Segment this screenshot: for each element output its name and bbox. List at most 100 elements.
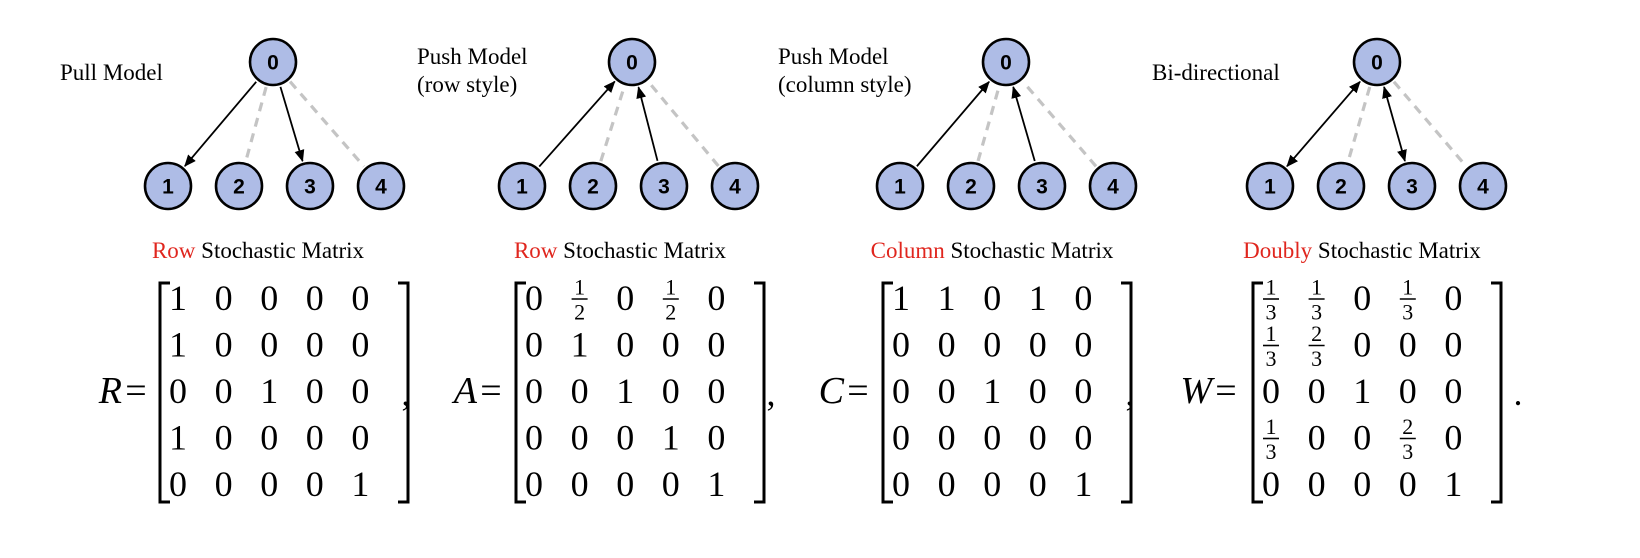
matrix-cell: 0 [525, 278, 543, 318]
matrix-cell: 0 [525, 464, 543, 504]
node-label: 0 [1000, 52, 1012, 75]
dashed-edge-4-0 [1021, 80, 1098, 168]
caption-accent: Doubly [1243, 238, 1313, 263]
caption-rest: Stochastic Matrix [1312, 238, 1481, 263]
arrow-edge-0-1 [1286, 80, 1361, 168]
matrix-cell: 1 [707, 464, 725, 504]
matrix-cell-fraction: 13 [1263, 321, 1279, 371]
arrow-edge-0-1 [184, 81, 257, 167]
matrix-cell: 1 [983, 371, 1001, 411]
matrix-cell: 0 [892, 418, 910, 458]
node-label: 4 [375, 176, 387, 199]
node-circle [1017, 161, 1067, 211]
node-circle [1316, 161, 1366, 211]
fraction-numerator: 1 [1266, 321, 1277, 346]
node-3: 3 [1387, 161, 1437, 211]
node-circle [1352, 37, 1402, 87]
matrix-cell: 0 [662, 325, 680, 365]
matrix-cell: 0 [1308, 464, 1326, 504]
matrix-cell: 1 [351, 464, 369, 504]
matrix-cell: 0 [707, 418, 725, 458]
arrow-edge-0-3 [1382, 86, 1407, 162]
matrix-cell: 0 [938, 464, 956, 504]
matrix-cell-fraction: 13 [1263, 275, 1279, 325]
matrix-name: W [1180, 370, 1215, 412]
arrow-edge-0-3 [279, 86, 305, 163]
node-label: 3 [304, 176, 316, 199]
node-3: 3 [285, 161, 335, 211]
fraction-numerator: 1 [665, 275, 676, 300]
matrix-cell: 0 [892, 464, 910, 504]
matrix-cell: 0 [1029, 325, 1047, 365]
matrix-cell: 0 [306, 325, 324, 365]
matrix-cell: 0 [571, 464, 589, 504]
matrix-cell: 0 [1444, 418, 1462, 458]
matrix-cell: 1 [938, 278, 956, 318]
node-label: 2 [1335, 176, 1347, 199]
matrix-cell: 0 [169, 371, 187, 411]
right-bracket [398, 281, 410, 504]
matrix-caption: Column Stochastic Matrix [871, 238, 1114, 263]
matrix-cell: 0 [260, 464, 278, 504]
matrix-cell: 0 [1399, 371, 1417, 411]
node-1: 1 [1245, 161, 1295, 211]
matrix-cell-fraction: 23 [1308, 321, 1325, 371]
separator: . [1514, 373, 1523, 413]
node-label: 4 [1477, 176, 1489, 199]
matrix-cell: 0 [306, 418, 324, 458]
matrix-cell: 0 [1029, 464, 1047, 504]
node-circle [285, 161, 335, 211]
matrix-cell-fraction: 13 [1399, 275, 1416, 325]
node-circle [1387, 161, 1437, 211]
node-circle [143, 161, 193, 211]
matrix-cell: 0 [525, 325, 543, 365]
fraction-numerator: 1 [1311, 275, 1322, 300]
matrix-cell: 0 [1444, 325, 1462, 365]
equals-sign: = [480, 370, 501, 412]
node-circle [214, 161, 264, 211]
node-label: 1 [516, 176, 528, 199]
fraction-numerator: 2 [1311, 321, 1322, 346]
matrix-cell-fraction: 13 [1308, 275, 1325, 325]
matrix-cell: 0 [571, 418, 589, 458]
matrix-cell: 1 [169, 278, 187, 318]
fraction-denominator: 3 [1311, 300, 1322, 325]
panel-title: Push Model [417, 44, 528, 69]
node-label: 1 [1264, 176, 1276, 199]
fraction-denominator: 3 [1402, 439, 1413, 464]
node-label: 2 [965, 176, 977, 199]
matrix-cell-fraction: 23 [1399, 414, 1416, 464]
matrix-cell: 0 [1399, 464, 1417, 504]
node-3: 3 [639, 161, 689, 211]
dashed-edge-0-2 [1346, 86, 1372, 162]
node-label: 2 [233, 176, 245, 199]
node-label: 3 [1406, 176, 1418, 199]
matrix-cell-fraction: 12 [571, 275, 588, 325]
equals-sign: = [125, 370, 146, 412]
panel-title: Push Model [778, 44, 889, 69]
arrow-edge-3-0 [636, 86, 659, 162]
node-label: 4 [729, 176, 741, 199]
matrix-cell: 0 [1074, 371, 1092, 411]
node-circle [607, 37, 657, 87]
separator: , [402, 373, 411, 413]
matrix-cell: 0 [525, 418, 543, 458]
matrix-cell: 0 [1029, 418, 1047, 458]
matrix-cell: 1 [1029, 278, 1047, 318]
matrix-name: A [451, 370, 478, 412]
matrix-cell: 0 [938, 325, 956, 365]
matrix-cell: 0 [938, 371, 956, 411]
node-label: 2 [587, 176, 599, 199]
fraction-numerator: 1 [574, 275, 585, 300]
fraction-denominator: 3 [1266, 439, 1277, 464]
matrix-cell: 0 [260, 325, 278, 365]
node-1: 1 [143, 161, 193, 211]
node-1: 1 [497, 161, 547, 211]
dashed-edge-0-4 [288, 80, 366, 168]
node-3: 3 [1017, 161, 1067, 211]
caption-rest: Stochastic Matrix [195, 238, 364, 263]
